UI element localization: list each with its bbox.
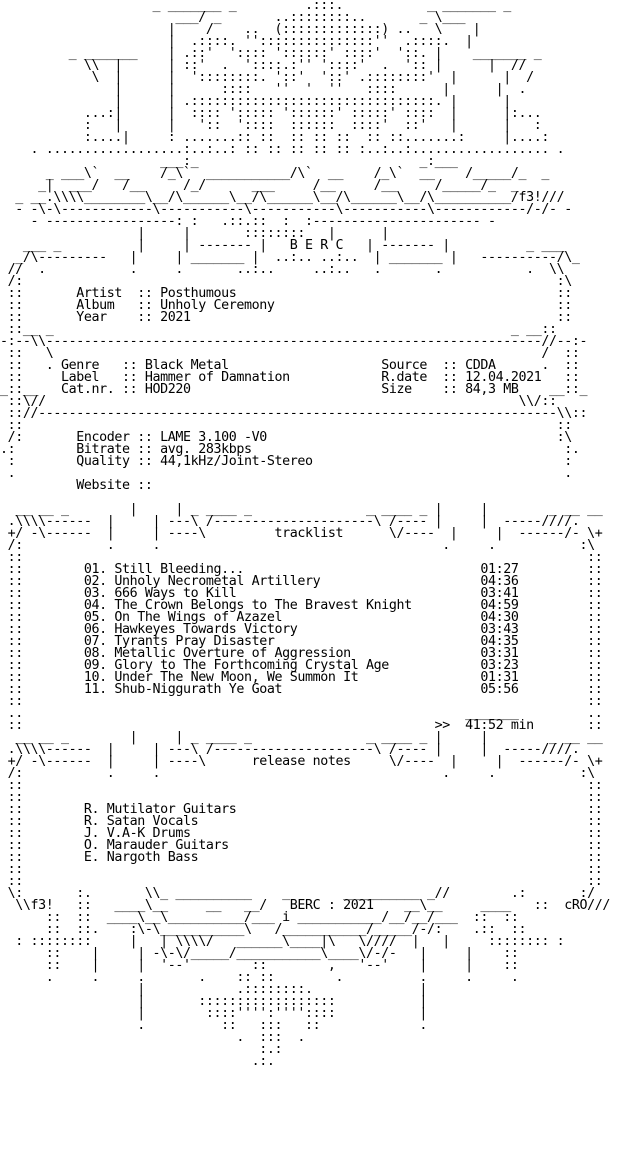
nfo-line: .:. xyxy=(0,1054,275,1069)
nfo-line: _ _______ _ .:::. _ _______ _ xyxy=(0,0,511,13)
nfo-line: \\ | | ::' . '::::.:'' '::::' . ':: | | … xyxy=(0,58,527,73)
nfo-line: . . . . :: :: . . . . xyxy=(0,970,519,985)
nfo-line: -:--\\----------------------------------… xyxy=(0,334,588,349)
nfo-line: ___ _ | | ------- | B E R C | ------- | … xyxy=(0,238,565,253)
nfo-line: :: 11. Shub-Niggurath Ye Goat 05:56 :: xyxy=(0,682,603,697)
nfo-line: Website :: xyxy=(0,478,153,493)
nfo-line: /: . . . . :\ xyxy=(0,766,595,781)
nfo-line: :: Year :: 2021 :: xyxy=(0,310,573,325)
nfo-line: ::__ _ _ __:: xyxy=(0,322,557,337)
nfo-line: ::\// \\/:: xyxy=(0,394,557,409)
nfo-line: _/\--------- | | _______ | ..:.. ..:.. |… xyxy=(0,250,580,265)
nfo-line: | .::::::::. | xyxy=(0,982,427,997)
nfo-line: /: :\ xyxy=(0,274,573,289)
nfo-line: - -----------------: : .::.:: : :-------… xyxy=(0,214,496,229)
nfo-line: ...:| | :::: '::::: '::::::' :::::' ::::… xyxy=(0,106,542,121)
nfo-line: :: 10. Under The New Moon, We Summon It … xyxy=(0,670,603,685)
nfo-line: : Quality :: 44,1kHz/Joint-Stereo : xyxy=(0,454,573,469)
nfo-line: :: 02. Unholy Necrometal Artillery 04:36… xyxy=(0,574,603,589)
nfo-line: | | :::::::: | | xyxy=(0,226,389,241)
nfo-line: :: :: xyxy=(0,778,603,793)
nfo-line: . :: ::: :: . xyxy=(0,1018,427,1033)
nfo-line: :: O. Marauder Guitars :: xyxy=(0,838,603,853)
nfo-line: :: 03. 666 Ways to Kill 03:41 :: xyxy=(0,586,603,601)
nfo-line: .\\\\------ | | ---\ /------------------… xyxy=(0,514,580,529)
nfo-line: :: . Genre :: Black Metal Source :: CDDA… xyxy=(0,358,580,373)
nfo-line: :: 05. On The Wings of Azazel 04:30 :: xyxy=(0,610,603,625)
nfo-line: | | .::::::::::::::::::::::::::::::::. |… xyxy=(0,94,511,109)
nfo-line: :: | | '--' :: , '--' | | :: xyxy=(0,958,519,973)
nfo-line: :: :: xyxy=(0,862,603,877)
nfo-line: . . xyxy=(0,466,573,481)
nfo-line: _ __.\\\\________\__/\______\__/\______\… xyxy=(0,190,565,205)
nfo-line: :: :: ____\__\__________/___ i _________… xyxy=(0,910,519,925)
nfo-line: :: Artist :: Posthumous :: xyxy=(0,286,573,301)
nfo-line: :: R. Satan Vocals :: xyxy=(0,814,603,829)
nfo-line: :.: xyxy=(0,1042,283,1057)
nfo-line: \ | | '::::::::. '::' '::' .::::::::' | … xyxy=(0,70,534,85)
nfo-line: :: >> 41:52 min :: xyxy=(0,718,603,733)
nfo-line: : | | ':: ':::: :::::: ::::' ::' | | : xyxy=(0,118,542,133)
nfo-line: | | :::: '' ' '' :::: | | . xyxy=(0,82,527,97)
nfo-line: | :::::::::::::::::: | xyxy=(0,994,427,1009)
nfo-line: _| ___/ /__ /_/ ___ /__ /__ /_____/_ _ xyxy=(0,178,519,193)
nfo-line: :: 09. Glory to The Forthcoming Crystal … xyxy=(0,658,603,673)
nfo-line: :: \ / :: xyxy=(0,346,580,361)
nfo-line: . ..................:..:..: :: :: :: :: … xyxy=(0,142,565,157)
nfo-line: // . . . ..:.. ..:.. . . . \\ xyxy=(0,262,565,277)
nfo-line: | .::::. '':::::::::::::::'' .::::. | xyxy=(0,34,473,49)
nfo-line: .: Bitrate :: avg. 283kbps :. xyxy=(0,442,580,457)
nfo-line: :: :: xyxy=(0,550,603,565)
nfo-line: _ ___\` __ /_\` ___________/\` __ /_\` _… xyxy=(0,166,550,181)
nfo-line: \: :. \\_ __________ _ __________ _// .:… xyxy=(0,886,595,901)
nfo-line: ___/ _ ..::::::::.. _ \___ xyxy=(0,10,466,25)
nfo-line: :: | | -\-\/_____/___________\____\/-/- … xyxy=(0,946,519,961)
nfo-line: :: Label :: Hammer of Damnation R.date :… xyxy=(0,370,580,385)
nfo-line: :: :: xyxy=(0,418,573,433)
nfo-line: __ __ _ | | _ ____ _ _ ____ _ | | _ __ _… xyxy=(0,502,603,517)
nfo-line: :: :: xyxy=(0,694,603,709)
nfo-line: +/ -\------ | | ----\ tracklist \/---- |… xyxy=(0,526,603,541)
nfo-line: . ::: . xyxy=(0,1030,305,1045)
nfo-line: :: 04. The Crown Belongs to The Bravest … xyxy=(0,598,603,613)
nfo-line: :: 06. Hawkeyes Towards Victory 03:43 :: xyxy=(0,622,603,637)
nfo-line: ___:_ _:___ xyxy=(0,154,458,169)
nfo-line: __ __ _ | | _ ____ _ _ ____ _ | | _ __ _… xyxy=(0,730,603,745)
nfo-line: :: J. V.A-K Drums :: xyxy=(0,826,603,841)
nfo-line: :: 07. Tyrants Pray Disaster 04:35 :: xyxy=(0,634,603,649)
nfo-line: :: Album :: Unholy Ceremony :: xyxy=(0,298,573,313)
nfo-line: :: R. Mutilator Guitars :: xyxy=(0,802,603,817)
nfo-line: .\\\\------ | | ---\ /------------------… xyxy=(0,742,580,757)
nfo-line: :: ::. :\-\___________\ /___________/___… xyxy=(0,922,527,937)
nfo-line: :://------------------------------------… xyxy=(0,406,588,421)
nfo-line: _::__ Cat.nr. :: HOD220 Size :: 84,3 MB … xyxy=(0,382,588,397)
nfo-line: : :::::::: | | \\\\/ ______\____|\ \////… xyxy=(0,934,565,949)
nfo-line: :: E. Nargoth Bass :: xyxy=(0,850,603,865)
nfo-line: - -\-\------------\-----------\---------… xyxy=(0,202,572,217)
nfo-line: | ::::'''':'''':::: | xyxy=(0,1006,427,1021)
nfo-line: :: :: xyxy=(0,790,603,805)
nfo-line: :: 01. Still Bleeding... 01:27 :: xyxy=(0,562,603,577)
nfo-line: +/ -\------ | | ----\ release notes \/--… xyxy=(0,754,603,769)
nfo-line: \\f3! :: ____\__ __ __/ BERC : 2021 __\_… xyxy=(0,898,610,913)
nfo-line: .. _______ .. xyxy=(0,706,603,721)
nfo-line: :: 08. Metallic Overture of Aggression 0… xyxy=(0,646,603,661)
nfo-line: _ _______ | .::' ':::: '::::::' ::::' ':… xyxy=(0,46,542,61)
nfo-line: | / .. (:::::::::::::) .. \ | xyxy=(0,22,481,37)
nfo-line: :....| : .......:: :: :: :: :: :: ::....… xyxy=(0,130,549,145)
nfo-line: /: Encoder :: LAME 3.100 -V0 :\ xyxy=(0,430,573,445)
nfo-line: /: . . . . :\ xyxy=(0,538,595,553)
nfo-line: :: :: xyxy=(0,874,603,889)
